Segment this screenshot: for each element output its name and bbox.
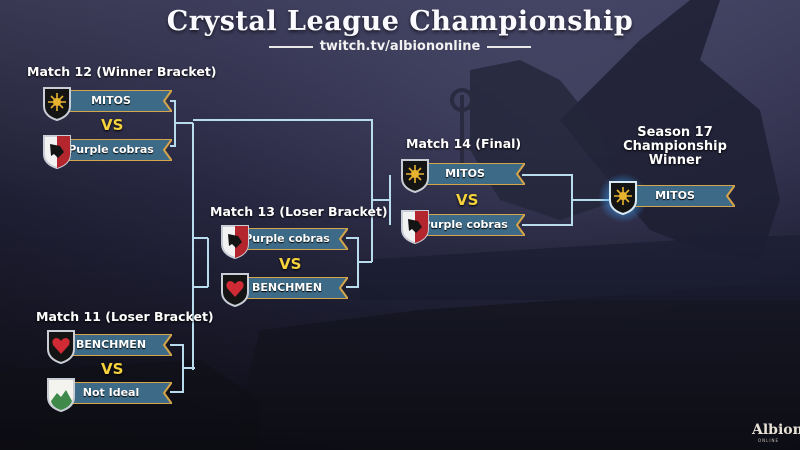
match-14-team2-banner[interactable]: Purple cobras: [415, 214, 525, 236]
match-11-vs: VS: [101, 360, 124, 378]
banner-shape: [60, 382, 172, 404]
albion-logo: Albion: [752, 422, 800, 438]
match-14-label: Match 14 (Final): [406, 136, 522, 151]
team-name: BENCHMEN: [251, 281, 323, 294]
banner-shape: [625, 185, 735, 207]
team-name: MITOS: [655, 189, 695, 202]
match-11-team1-banner[interactable]: BENCHMEN: [60, 334, 172, 356]
match-14-vs: VS: [456, 191, 479, 209]
banner-shape: [60, 334, 172, 356]
match-12-vs: VS: [101, 116, 124, 134]
champion-title: Season 17 Championship Winner: [600, 126, 750, 168]
match-13-vs: VS: [279, 255, 302, 273]
match-12-team2-banner[interactable]: Purple cobras: [60, 139, 172, 161]
page-title: Crystal League Championship: [166, 6, 634, 37]
champion-title-line: Winner: [648, 153, 702, 168]
match-11-label: Match 11 (Loser Bracket): [36, 309, 214, 324]
champion-banner[interactable]: MITOS: [625, 185, 735, 207]
eagle-crest-icon: [42, 134, 72, 170]
match-12-label: Match 12 (Winner Bracket): [27, 64, 217, 79]
team-name: Not Ideal: [82, 386, 140, 399]
banner-shape: [415, 163, 525, 185]
champion-title-line: Season 17: [637, 125, 713, 140]
mountain-crest-icon: [46, 377, 76, 413]
match-12-team1-banner[interactable]: MITOS: [60, 90, 172, 112]
banner-shape: [236, 277, 348, 299]
banner-shape: [60, 90, 172, 112]
match-13-team1-banner[interactable]: Purple cobras: [236, 228, 348, 250]
banner-shape: [60, 139, 172, 161]
heart-crest-icon: [220, 272, 250, 308]
sun-crest-icon: [42, 86, 72, 122]
banner-shape: [236, 228, 348, 250]
team-name: MITOS: [445, 167, 485, 180]
match-13-label: Match 13 (Loser Bracket): [210, 204, 388, 219]
heart-crest-icon: [46, 329, 76, 365]
champion-title-line: Championship: [623, 139, 727, 154]
team-name: Purple cobras: [422, 218, 508, 231]
match-11-team2-banner[interactable]: Not Ideal: [60, 382, 172, 404]
subtitle-rule-right: [487, 45, 532, 48]
team-name: Purple cobras: [68, 143, 154, 156]
eagle-crest-icon: [400, 209, 430, 245]
match-13-team2-banner[interactable]: BENCHMEN: [236, 277, 348, 299]
eagle-crest-icon: [220, 224, 250, 260]
sun-crest-icon: [400, 158, 430, 194]
stream-link-text: twitch.tv/albiononline: [319, 39, 481, 54]
team-name: MITOS: [91, 94, 131, 107]
team-name: BENCHMEN: [75, 338, 147, 351]
banner-shape: [415, 214, 525, 236]
sun-crest-icon: [608, 180, 638, 216]
stream-link[interactable]: twitch.tv/albiononline: [0, 39, 800, 54]
albion-logo-sub: ONLINE: [758, 438, 780, 443]
team-name: Purple cobras: [244, 232, 330, 245]
subtitle-rule-left: [268, 45, 313, 48]
match-14-team1-banner[interactable]: MITOS: [415, 163, 525, 185]
